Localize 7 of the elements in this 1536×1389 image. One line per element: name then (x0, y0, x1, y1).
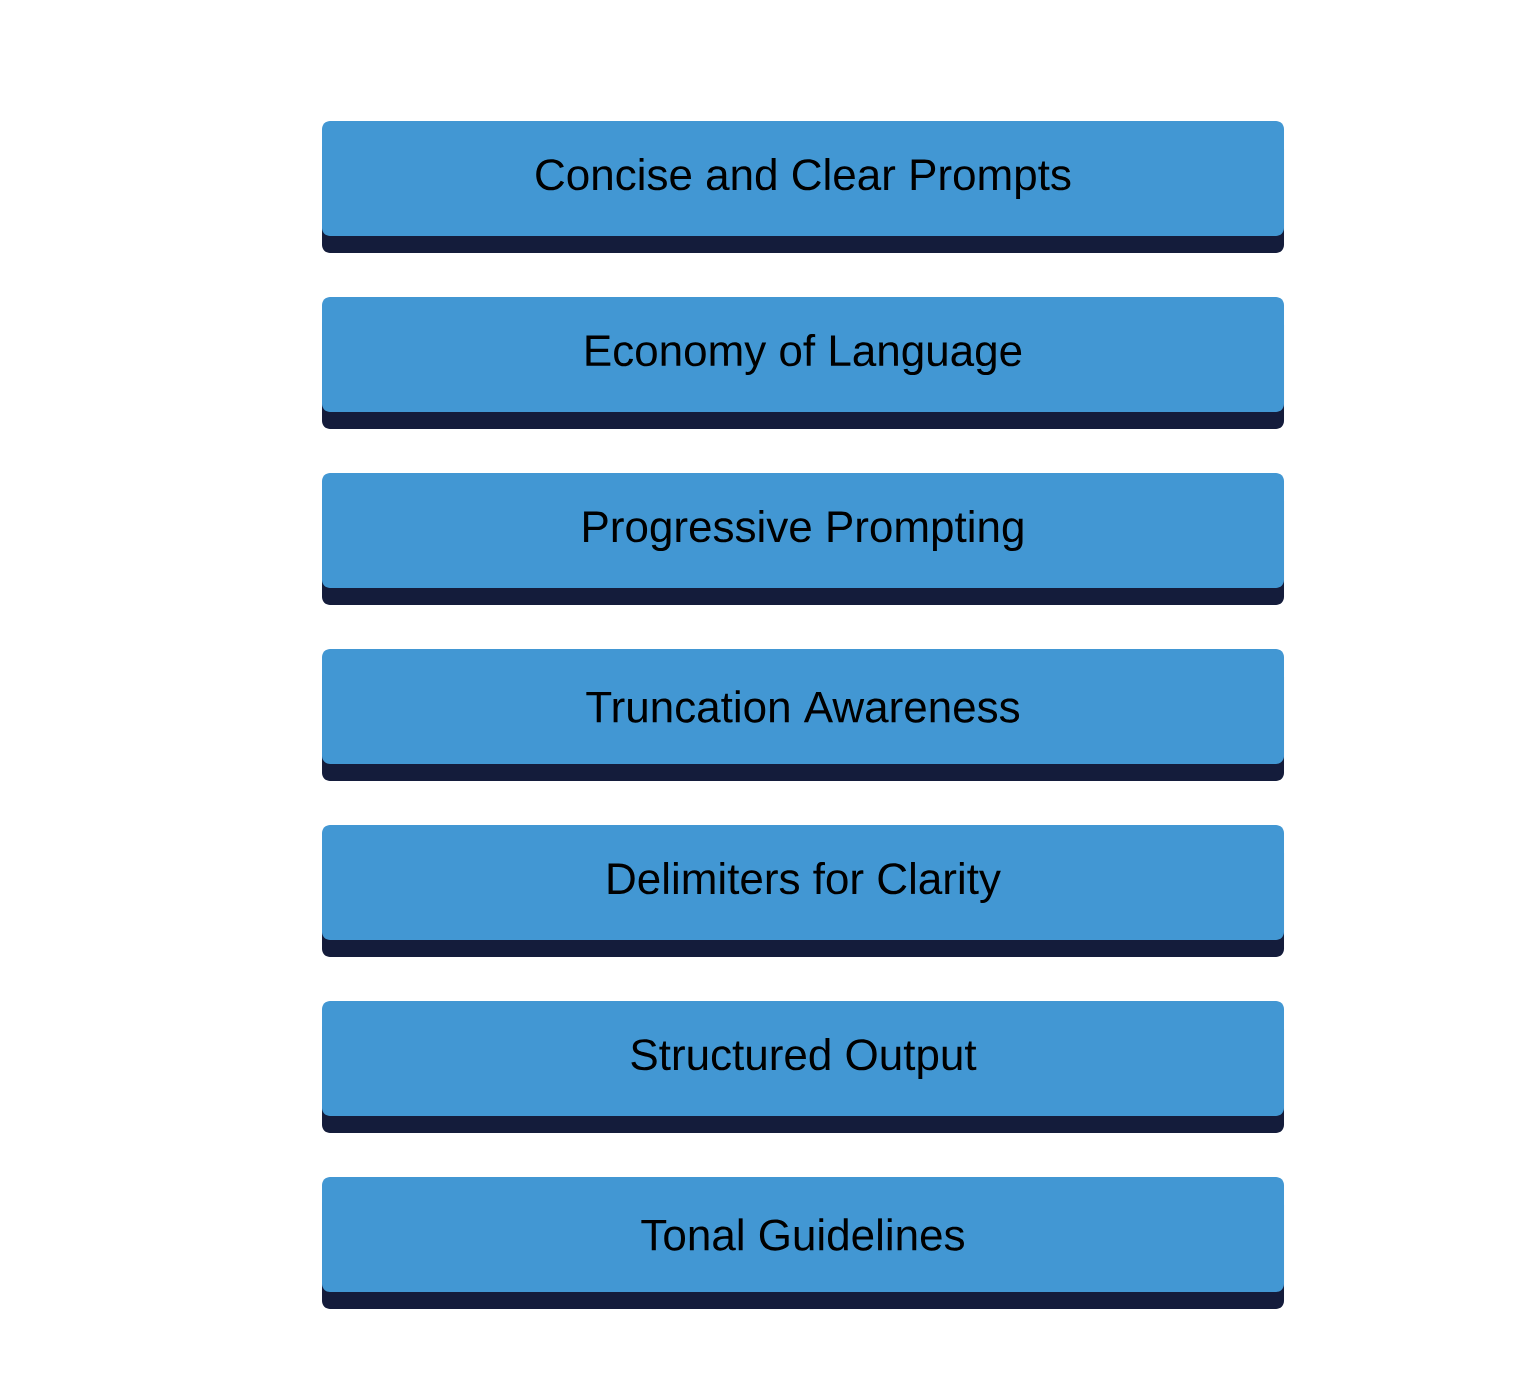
card: Concise and Clear Prompts (322, 121, 1284, 253)
card: Progressive Prompting (322, 473, 1284, 605)
card: Tonal Guidelines (322, 1177, 1284, 1309)
card: Truncation Awareness (322, 649, 1284, 781)
card: Structured Output (322, 1001, 1284, 1133)
card: Economy of Language (322, 297, 1284, 429)
card: Delimiters for Clarity (322, 825, 1284, 957)
